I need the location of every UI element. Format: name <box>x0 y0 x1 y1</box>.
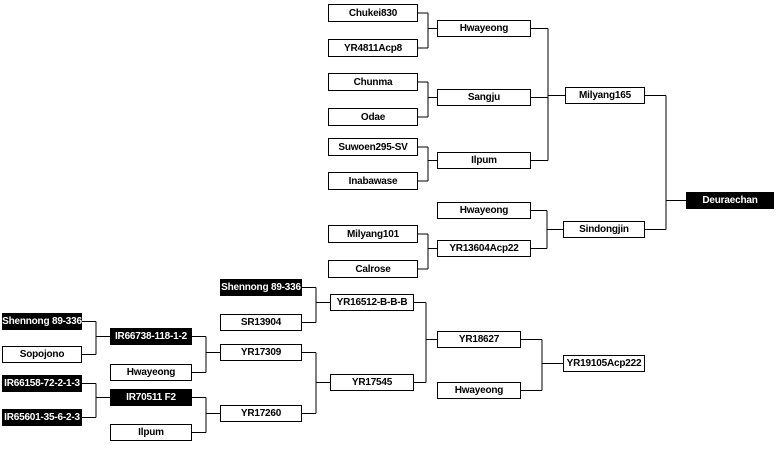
pedigree-node-yr17309: YR17309 <box>220 344 302 361</box>
pedigree-node-yr18627: YR18627 <box>437 331 521 348</box>
pedigree-node-hwayeong-1: Hwayeong <box>437 20 531 37</box>
pedigree-node-ilpum-2: Ilpum <box>110 424 192 441</box>
pedigree-node-yr17260: YR17260 <box>220 405 302 422</box>
pedigree-node-suwon295sv: Suwoen295-SV <box>328 138 418 156</box>
pedigree-node-ir66738: IR66738-118-1-2 <box>110 328 192 345</box>
pedigree-node-yr16512: YR16512-B-B-B <box>330 294 414 311</box>
pedigree-node-hwayeong-4: Hwayeong <box>110 364 192 381</box>
pedigree-node-sopojono: Sopojono <box>2 346 82 363</box>
pedigree-node-yr13604: YR13604Acp22 <box>437 240 531 257</box>
pedigree-node-deuraechan: Deuraechan <box>686 192 774 209</box>
pedigree-node-calrose: Calrose <box>328 260 418 278</box>
pedigree-node-sindongjin: Sindongjin <box>563 221 645 238</box>
pedigree-node-inabawase: Inabawase <box>328 172 418 190</box>
pedigree-node-ilpum-1: Ilpum <box>437 152 531 169</box>
pedigree-node-ir70511: IR70511 F2 <box>110 389 192 406</box>
pedigree-node-milyang101: Milyang101 <box>328 225 418 243</box>
pedigree-node-sangju: Sangju <box>437 89 531 106</box>
pedigree-node-chunma: Chunma <box>328 73 418 91</box>
pedigree-node-hwayeong-3: Hwayeong <box>437 382 521 399</box>
pedigree-node-odae: Odae <box>328 108 418 126</box>
pedigree-node-shennong-1: Shennong 89-336 <box>220 279 302 296</box>
pedigree-node-yr4811acp8: YR4811Acp8 <box>328 39 418 57</box>
pedigree-node-ir66158: IR66158-72-2-1-3 <box>2 375 82 392</box>
pedigree-node-milyang165: Milyang165 <box>565 87 645 104</box>
pedigree-node-yr19105: YR19105Acp222 <box>563 355 645 372</box>
pedigree-node-chukei830: Chukei830 <box>328 4 418 22</box>
pedigree-node-shennong-2: Shennong 89-336 <box>2 313 82 330</box>
pedigree-node-ir65601: IR65601-35-6-2-3 <box>2 409 82 426</box>
pedigree-node-hwayeong-2: Hwayeong <box>437 202 531 219</box>
pedigree-node-yr17545: YR17545 <box>330 374 414 391</box>
pedigree-node-sr13904: SR13904 <box>220 314 302 331</box>
